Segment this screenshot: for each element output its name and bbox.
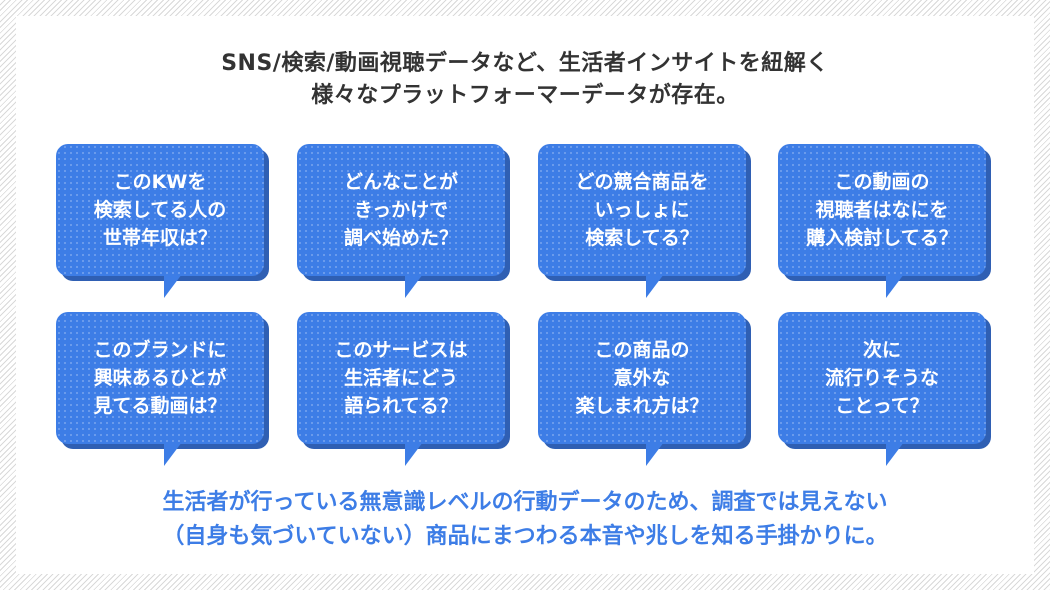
- bubble-tail: [886, 274, 904, 298]
- headline-line-1: SNS/検索/動画視聴データなど、生活者インサイトを紐解く: [221, 51, 829, 76]
- bubble-line: 次に: [862, 339, 901, 361]
- bubble-tail: [164, 442, 182, 466]
- headline-line-2: 様々なプラットフォーマーデータが存在。: [311, 83, 739, 108]
- content-panel: [16, 16, 1034, 574]
- bubble-line: 楽しまれ方は？: [575, 395, 709, 417]
- bubble-line: 興味あるひとが: [93, 367, 227, 389]
- bubble-line: このブランドに: [93, 339, 227, 361]
- bubble-line: 意外な: [613, 367, 671, 389]
- question-bubble: どの競合商品を いっしょに 検索してる？: [538, 144, 746, 298]
- bubble-tail: [164, 274, 182, 298]
- bubble-line: どんなことが: [343, 171, 458, 193]
- question-bubble: どんなことが きっかけで 調べ始めた？: [297, 144, 505, 298]
- bubble-tail: [886, 442, 904, 466]
- footer-message: 生活者が行っている無意識レベルの行動データのため、調査では見えない （自身も気づ…: [0, 486, 1050, 554]
- bubble-line: この動画の: [834, 171, 930, 193]
- bubble-line: 検索してる？: [585, 227, 699, 249]
- bubble-tail: [405, 274, 423, 298]
- headline: SNS/検索/動画視聴データなど、生活者インサイトを紐解く 様々なプラットフォー…: [0, 48, 1050, 112]
- bubble-line: いっしょに: [594, 199, 690, 221]
- bubble-line: 生活者にどう: [343, 367, 458, 389]
- bubble-line: 語られてる？: [344, 395, 458, 417]
- question-bubble: このKWを 検索してる人の 世帯年収は？: [56, 144, 264, 298]
- bubble-line: 購入検討してる？: [806, 227, 958, 249]
- bubble-line: 世帯年収は？: [102, 227, 217, 249]
- bubble-line: 流行りそうな: [824, 367, 939, 389]
- bubble-line: 調べ始めた？: [343, 227, 458, 249]
- question-bubble: この動画の 視聴者はなにを 購入検討してる？: [778, 144, 986, 298]
- bubble-line: このKWを: [113, 171, 207, 193]
- question-bubble: この商品の 意外な 楽しまれ方は？: [538, 312, 746, 466]
- bubble-line: ことって？: [835, 395, 929, 417]
- question-bubble: 次に 流行りそうな ことって？: [778, 312, 986, 466]
- footer-line-2: （自身も気づいていない）商品にまつわる本音や兆しを知る手掛かりに。: [162, 524, 888, 549]
- question-bubble: このブランドに 興味あるひとが 見てる動画は？: [56, 312, 264, 466]
- bubble-tail: [646, 274, 664, 298]
- bubble-line: 検索してる人の: [93, 199, 227, 221]
- bubble-line: きっかけで: [353, 199, 449, 221]
- footer-line-1: 生活者が行っている無意識レベルの行動データのため、調査では見えない: [162, 490, 888, 515]
- bubble-line: どの競合商品を: [575, 171, 709, 193]
- bubble-line: 見てる動画は？: [93, 395, 227, 417]
- bubble-line: 視聴者はなにを: [815, 199, 949, 221]
- bubble-tail: [646, 442, 664, 466]
- question-bubble: このサービスは 生活者にどう 語られてる？: [297, 312, 505, 466]
- bubble-line: このサービスは: [334, 339, 468, 361]
- bubble-tail: [405, 442, 423, 466]
- bubble-line: この商品の: [594, 339, 690, 361]
